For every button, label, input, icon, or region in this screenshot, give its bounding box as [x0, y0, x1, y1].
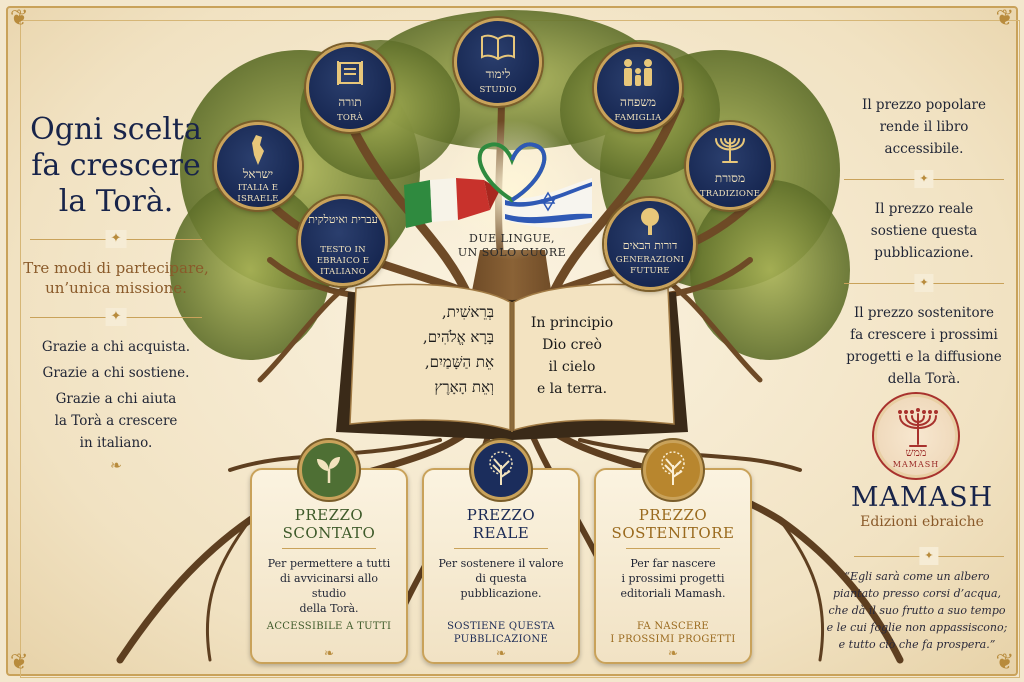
card-title: PREZZO REALE	[466, 506, 536, 542]
star-icon: ✦	[919, 547, 939, 565]
tree-icon	[471, 440, 531, 500]
thanks-line: Grazie a chi sostiene.	[42, 365, 190, 381]
book-italian-text: In principio Dio creò il cielo e la terr…	[530, 315, 614, 397]
note-real: Il prezzo reale sostiene questa pubblica…	[870, 201, 978, 261]
book-icon	[457, 33, 539, 61]
ornament-divider: ✦	[30, 308, 202, 326]
psalm-quote: “Egli sarà come un albero piantato press…	[826, 570, 1008, 651]
circle-israel: ישראל ITALIA E ISRAELE	[214, 122, 302, 210]
ornament-divider: ✦	[30, 230, 202, 248]
thanks-line: Grazie a chi acquista.	[41, 339, 191, 355]
tree-icon	[643, 440, 703, 500]
card-divider	[454, 548, 548, 549]
ornament-divider: ✦	[854, 547, 1004, 565]
card-prezzo-scontato[interactable]: PREZZO SCONTATO Per permettere a tutti d…	[250, 468, 408, 664]
menorah-icon	[898, 408, 938, 447]
card-description: Per far nascere i prossimi progetti edit…	[620, 557, 726, 600]
card-divider	[282, 548, 376, 549]
book-hebrew-text: בְּרֵאשִׁית, בָּרָא אֱלֹהִים, אֵת הַשָּׁ…	[422, 303, 494, 396]
star-icon: ✦	[914, 170, 934, 188]
thanks-line: la Torà a crescere	[54, 413, 178, 429]
israeli-flag	[502, 178, 592, 228]
headline: Ogni scelta fa crescere la Torà.	[30, 112, 202, 219]
card-prezzo-sostenitore[interactable]: PREZZO SOSTENITORE Per far nascere i pro…	[594, 468, 752, 664]
open-book	[336, 283, 688, 440]
sprout-icon	[299, 440, 359, 500]
tree-icon	[607, 207, 693, 237]
card-description: Per permettere a tutti di avvicinarsi al…	[267, 557, 391, 615]
corner-ornament-icon: ❦	[995, 6, 1014, 31]
circle-masoret: מסורת TRADIZIONE	[686, 122, 774, 210]
circle-ivrit: עברית ואיטלקית TESTO IN EBRAICO E ITALIA…	[298, 196, 388, 286]
thanks-line: in italiano.	[79, 435, 153, 451]
circle-family: משפחה FAMIGLIA	[594, 44, 682, 132]
left-panel: Ogni scelta fa crescere la Torà. ✦ Tre m…	[18, 112, 214, 474]
menorah-icon	[689, 133, 771, 165]
thanks-line: Grazie a chi aiuta	[55, 391, 177, 407]
brand-name: MAMASH	[850, 482, 994, 513]
ornament-divider: ✦	[844, 274, 1004, 292]
card-description: Per sostenere il valore di questa pubbli…	[438, 557, 564, 600]
star-icon: ✦	[105, 308, 127, 326]
flourish-icon: ❧	[110, 458, 122, 474]
family-icon	[597, 57, 679, 89]
ornament-divider: ✦	[844, 170, 1004, 188]
note-popular: Il prezzo popolare rende il libro access…	[861, 97, 987, 157]
flourish-icon: ❧	[667, 646, 679, 660]
right-panel: Il prezzo popolare rende il libro access…	[836, 94, 1012, 390]
card-title: PREZZO SCONTATO	[282, 506, 376, 542]
brand-subtitle: Edizioni ebraiche	[860, 514, 984, 530]
logo-hebrew-text: ממש	[905, 446, 927, 459]
flourish-icon: ❧	[323, 646, 335, 660]
map-icon	[217, 133, 299, 167]
card-prezzo-reale[interactable]: PREZZO REALE Per sostenere il valore di …	[422, 468, 580, 664]
card-tag: FA NASCERE I PROSSIMI PROGETTI	[610, 621, 736, 645]
circle-limud: לימוד STUDIO	[454, 18, 542, 106]
circle-dorot: דורות הבאים GENERAZIONI FUTURE	[604, 198, 696, 290]
star-icon: ✦	[105, 230, 127, 248]
logo-latin-text: MAMASH	[892, 460, 940, 469]
card-tag: SOSTIENE QUESTA PUBBLICAZIONE	[447, 621, 555, 645]
corner-ornament-icon: ❦	[10, 650, 29, 675]
corner-ornament-icon: ❦	[995, 650, 1014, 675]
thanks-list: Grazie a chi acquista. Grazie a chi sost…	[18, 336, 214, 454]
card-title: PREZZO SOSTENITORE	[611, 506, 735, 542]
mamash-logo: ממש MAMASH	[872, 392, 960, 480]
circle-torah: תורה TORÀ	[306, 44, 394, 132]
scroll-icon	[309, 59, 391, 87]
corner-ornament-icon: ❦	[10, 6, 29, 31]
card-divider	[626, 548, 720, 549]
subtitle: Tre modi di partecipare, un’unica missio…	[23, 259, 209, 297]
card-tag: ACCESSIBILE A TUTTI	[266, 621, 392, 632]
note-supporter: Il prezzo sostenitore fa crescere i pros…	[846, 305, 1002, 387]
flourish-icon: ❧	[495, 646, 507, 660]
two-languages-label: DUE LINGUE, UN SOLO CUORE	[457, 232, 567, 259]
star-icon: ✦	[914, 274, 934, 292]
